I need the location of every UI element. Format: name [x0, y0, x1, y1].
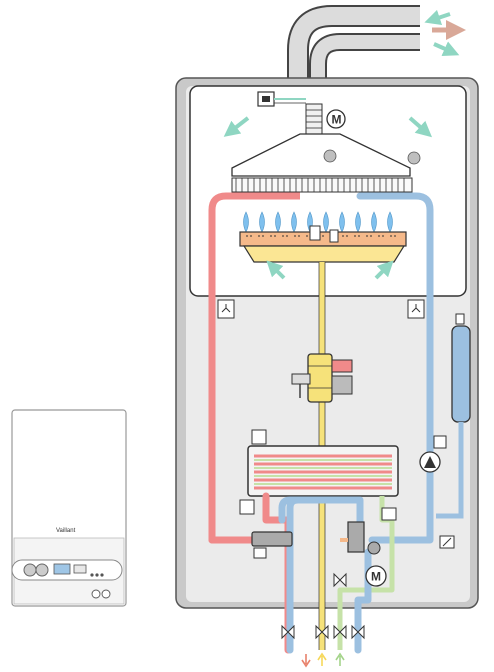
display-screen [53, 563, 71, 575]
brand-label: Vaillant [56, 528, 76, 534]
isolation-valves [281, 624, 365, 640]
flue-pipes [287, 5, 420, 100]
flow-switch [340, 507, 397, 555]
control-panel [11, 559, 123, 599]
drain-valve-icon[interactable] [333, 572, 347, 588]
diverter-valve [251, 531, 293, 559]
expansion-vessel [436, 313, 471, 519]
temperature-knob-left[interactable] [23, 563, 37, 577]
airflow-arrow [408, 116, 433, 138]
pump-motor: M [365, 565, 387, 587]
return-pipe [356, 192, 434, 524]
secondary-heat-exchanger [247, 445, 399, 497]
pump-motor-label: M [371, 570, 381, 584]
button-dot[interactable] [100, 573, 104, 577]
button-dot[interactable] [95, 573, 99, 577]
bypass-icon [439, 535, 455, 549]
airflow-arrow [223, 116, 250, 137]
return-sensor-icon [407, 299, 425, 319]
gas-valve [291, 353, 353, 403]
isolation-valve-cold[interactable] [351, 624, 365, 640]
pressure-gauge [91, 589, 101, 599]
dhw-sensor-icon [251, 429, 267, 445]
pressure-relief-icon [433, 435, 447, 449]
fan-motor-label: M [332, 113, 342, 127]
burner [239, 225, 407, 263]
airflow-arrow [266, 260, 286, 280]
isolation-valve-heating-flow[interactable] [281, 624, 295, 640]
isolation-valve-return[interactable] [333, 624, 347, 640]
air-pressure-switch [257, 91, 306, 107]
temperature-knob-right[interactable] [35, 563, 49, 577]
air-intake-arrow [424, 9, 451, 26]
flow-sensor-icon [217, 299, 235, 319]
pressure-gauge [101, 589, 111, 599]
cold-main [286, 496, 364, 654]
fan-motor [326, 109, 346, 129]
outlet-sensor-icon [239, 499, 255, 515]
button-dot[interactable] [90, 573, 94, 577]
display-screen-small [73, 564, 87, 574]
airflow-arrow [374, 260, 394, 280]
bottom-arrows [301, 652, 345, 668]
flames [243, 211, 393, 233]
fan-assembly: M [305, 103, 346, 135]
circulation-pump [419, 451, 441, 473]
isolation-valve-gas[interactable] [315, 624, 329, 640]
flow-pipe [208, 192, 280, 544]
boiler-thumbnail: Vaillant [11, 409, 127, 607]
air-intake-arrow [433, 41, 460, 57]
flue-hood [231, 133, 421, 177]
primary-heat-exchanger [231, 177, 413, 193]
